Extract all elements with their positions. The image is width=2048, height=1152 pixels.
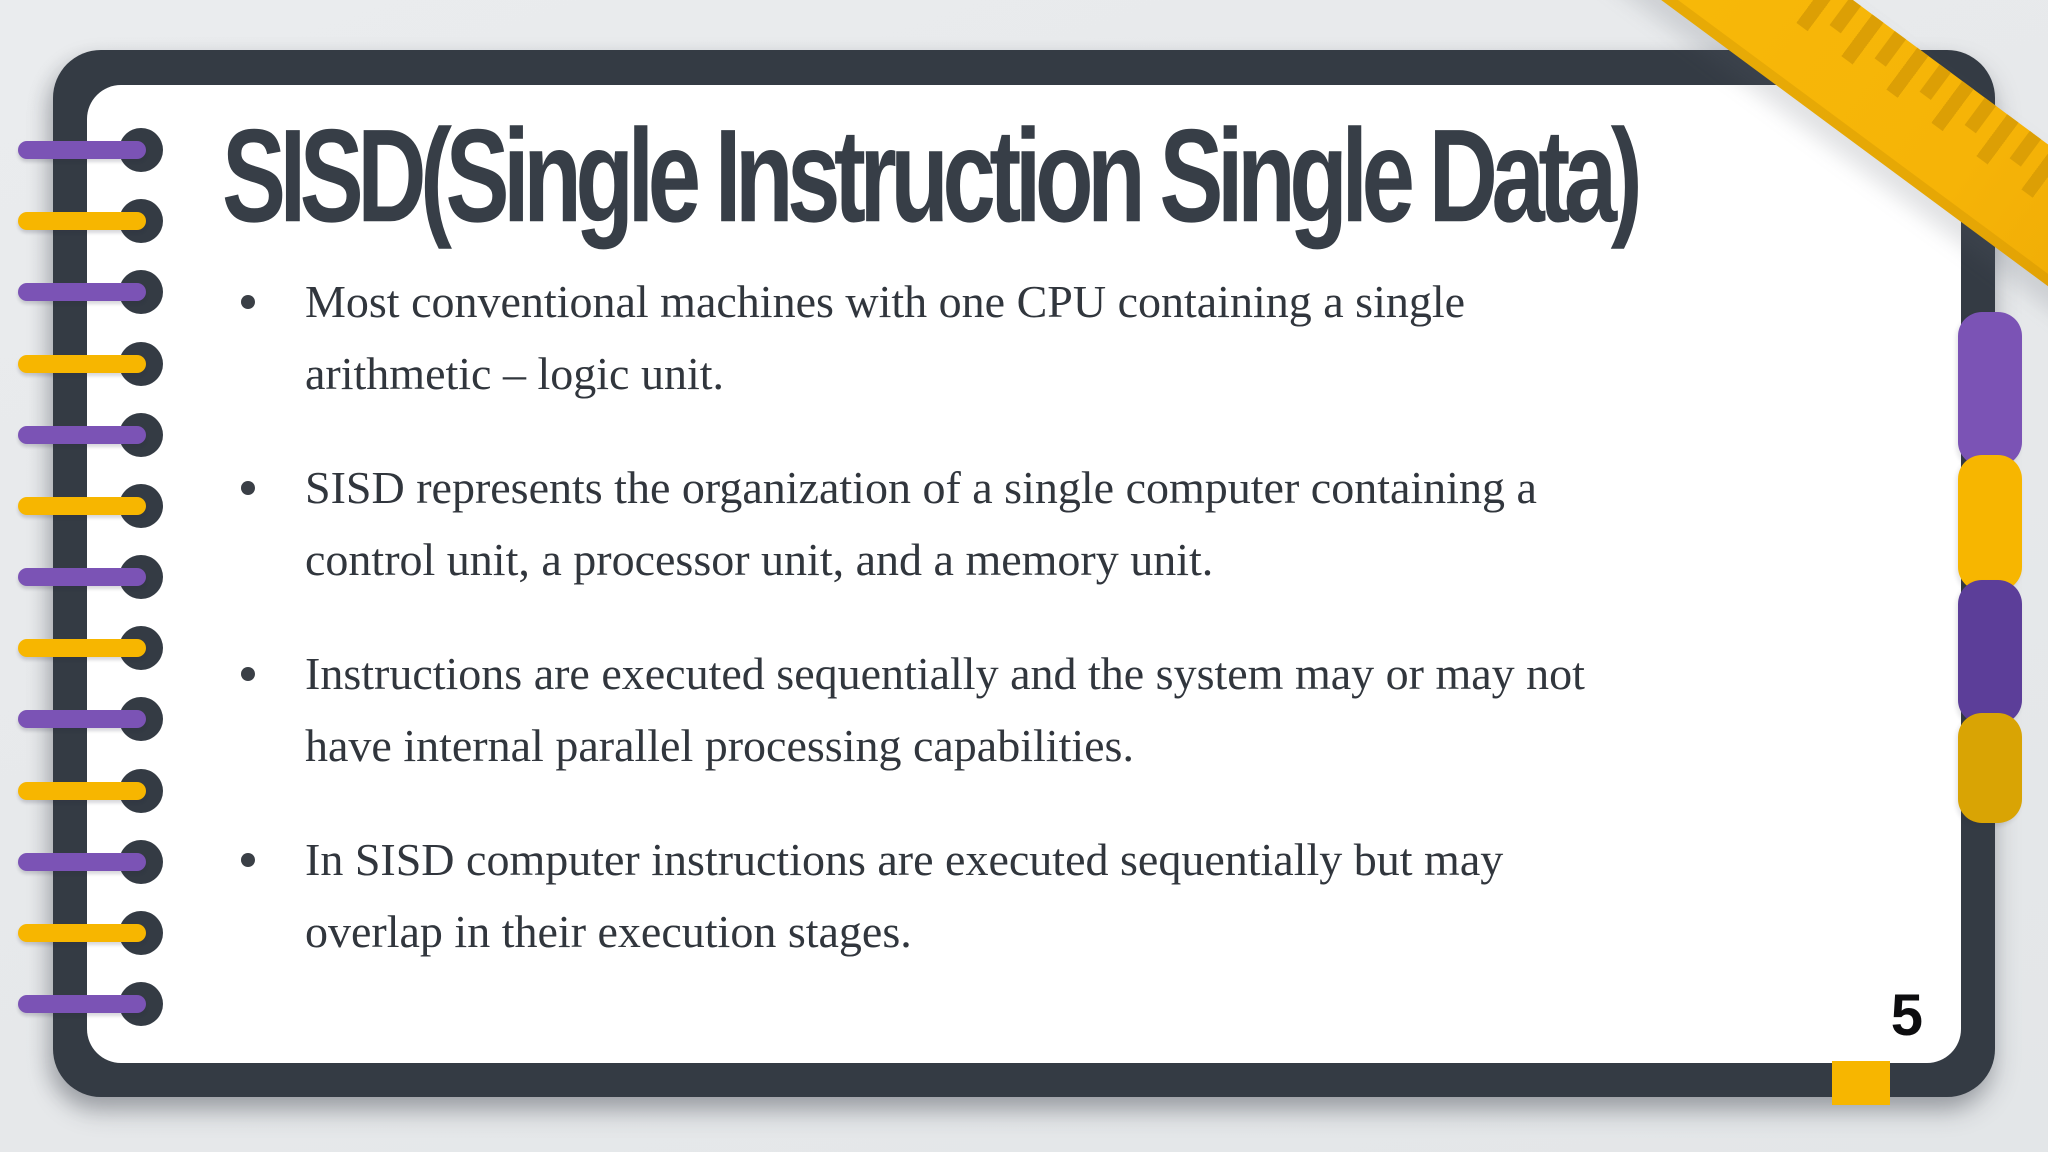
bullet-item: Most conventional machines with one CPU … — [240, 266, 1930, 410]
bullet-line: overlap in their execution stages. — [305, 906, 912, 957]
binder-ring — [0, 412, 220, 457]
binder-bar-icon — [18, 710, 146, 729]
notebook-paper — [87, 85, 1961, 1063]
binder-ring — [0, 910, 220, 955]
bullet-text: In SISD computer instructions are execut… — [305, 824, 1930, 968]
spiral-binding — [0, 0, 220, 1152]
side-tab-icon — [1958, 312, 2022, 466]
bullet-dot-icon — [241, 853, 255, 867]
bullet-list: Most conventional machines with one CPU … — [240, 266, 1930, 1010]
binder-ring — [0, 697, 220, 742]
binder-bar-icon — [18, 141, 146, 159]
binder-bar-icon — [18, 852, 146, 871]
slide-title: SISD(Single Instruction Single Data) — [222, 102, 1643, 251]
binder-ring — [0, 270, 220, 315]
bullet-line: control unit, a processor unit, and a me… — [305, 534, 1214, 585]
side-tab-icon — [1958, 580, 2022, 724]
bullet-line: In SISD computer instructions are execut… — [305, 834, 1504, 885]
bullet-line: SISD represents the organization of a si… — [305, 462, 1537, 513]
bullet-text: Instructions are executed sequentially a… — [305, 638, 1930, 782]
binder-ring — [0, 982, 220, 1027]
bullet-dot-icon — [241, 667, 255, 681]
bullet-dot-icon — [241, 295, 255, 309]
bullet-item: Instructions are executed sequentially a… — [240, 638, 1930, 782]
binder-bar-icon — [18, 354, 146, 373]
bullet-text: SISD represents the organization of a si… — [305, 452, 1930, 596]
bullet-item: SISD represents the organization of a si… — [240, 452, 1930, 596]
notebook-frame — [53, 50, 1995, 1097]
binder-bar-icon — [18, 425, 146, 444]
binder-bar-icon — [18, 496, 146, 515]
binder-bar-icon — [18, 781, 146, 800]
bullet-text: Most conventional machines with one CPU … — [305, 266, 1930, 410]
bottom-accent-tab — [1832, 1061, 1890, 1105]
binder-bar-icon — [18, 923, 146, 942]
page-number: 5 — [1890, 983, 1923, 1048]
binder-bar-icon — [18, 283, 146, 302]
bullet-line: arithmetic – logic unit. — [305, 348, 725, 399]
binder-ring — [0, 626, 220, 671]
side-tab-icon — [1958, 713, 2022, 823]
binder-ring — [0, 555, 220, 600]
bullet-line: have internal parallel processing capabi… — [305, 720, 1134, 771]
binder-ring — [0, 199, 220, 244]
bullet-item: In SISD computer instructions are execut… — [240, 824, 1930, 968]
binder-ring — [0, 483, 220, 528]
side-tab-icon — [1958, 455, 2022, 591]
binder-bar-icon — [18, 995, 146, 1014]
binder-ring — [0, 341, 220, 386]
bullet-line: Instructions are executed sequentially a… — [305, 648, 1585, 699]
binder-bar-icon — [18, 568, 146, 587]
bullet-line: Most conventional machines with one CPU … — [305, 276, 1466, 327]
binder-bar-icon — [18, 212, 146, 231]
side-tabs — [1958, 312, 2022, 823]
binder-ring — [0, 839, 220, 884]
binder-ring — [0, 128, 220, 172]
binder-ring — [0, 768, 220, 813]
bullet-dot-icon — [241, 481, 255, 495]
binder-bar-icon — [18, 639, 146, 658]
